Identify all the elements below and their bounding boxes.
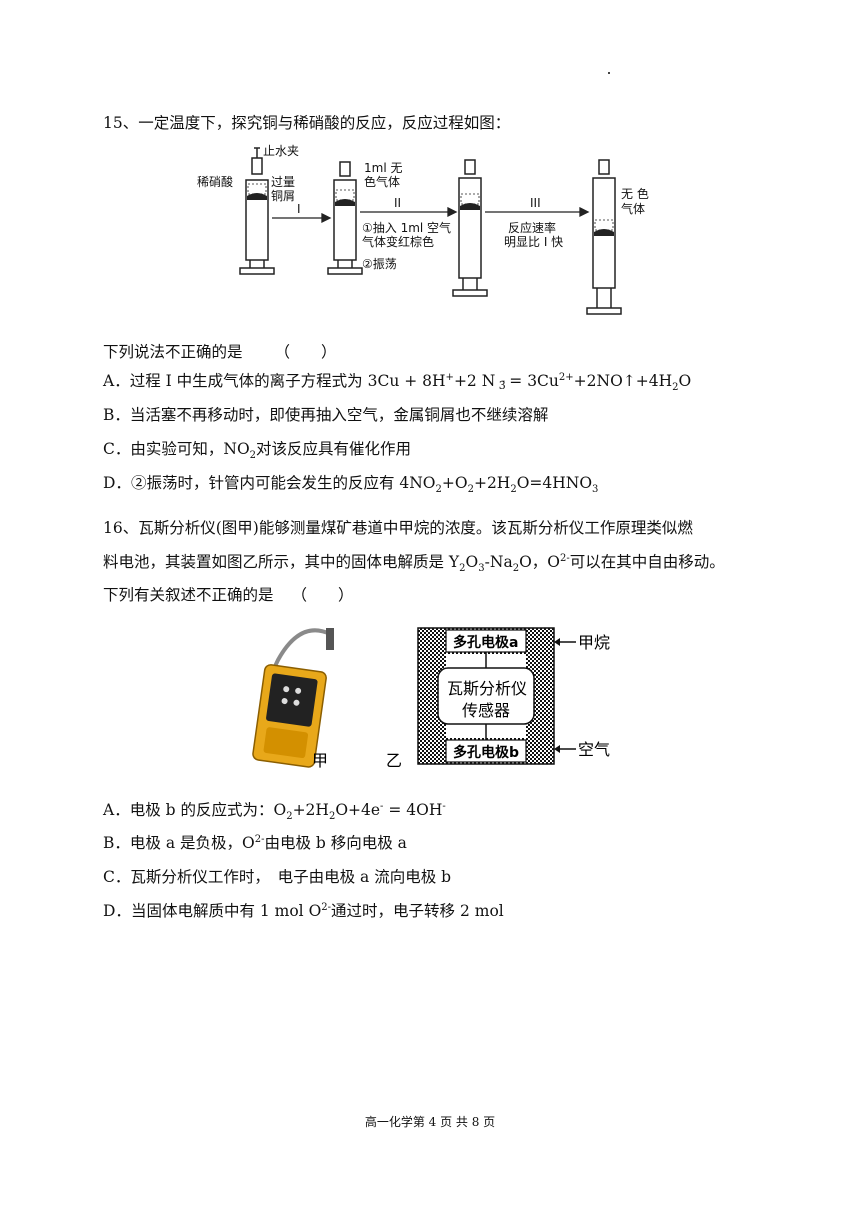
label-note2b: 气体变红棕色: [362, 234, 434, 249]
label-dilute-acid: 稀硝酸: [197, 174, 233, 189]
label-stop-clamp: 止水夹: [263, 144, 299, 158]
label-step3: III: [530, 196, 541, 210]
q16-option-c: C．瓦斯分析仪工作时， 电子由电极 a 流向电极 b: [103, 868, 452, 886]
label-air: 空气: [578, 740, 610, 759]
q16-line3: 下列有关叙述不正确的是（ ）: [103, 586, 354, 604]
label-note3a: 反应速率: [508, 220, 556, 235]
label-gas3b: 气体: [621, 201, 645, 216]
page-footer: 高一化学第 4 页 共 8 页: [364, 1115, 496, 1129]
label-excess: 过量: [271, 175, 295, 189]
label-copper: 铜屑: [271, 188, 295, 203]
label-yi: 乙: [386, 751, 402, 770]
label-step2: II: [394, 196, 401, 210]
q15-option-c: C．由实验可知，NO2对该反应具有催化作用: [103, 440, 412, 462]
label-note3b: 明显比 I 快: [504, 235, 563, 249]
label-step1: I: [297, 202, 301, 216]
label-gas1b: 色气体: [364, 174, 400, 189]
q16-option-b: B．电极 a 是负极，O2-由电极 b 移向电极 a: [103, 833, 407, 852]
label-methane: 甲烷: [578, 633, 610, 652]
label-sensor2: 传感器: [462, 701, 510, 720]
q16-option-d: D．当固体电解质中有 1 mol O2-通过时，电子转移 2 mol: [103, 901, 504, 920]
q16-line2: 料电池，其装置如图乙所示，其中的固体电解质是 Y2O3-Na2O，O2-可以在其…: [103, 552, 725, 575]
speck: [608, 72, 610, 74]
label-electrode-a: 多孔电极a: [453, 634, 518, 651]
q15-stem: 15、一定温度下，探究铜与稀硝酸的反应，反应过程如图：: [103, 114, 511, 132]
label-gas3a: 无 色: [621, 187, 649, 201]
q16-diagram: 甲 乙 多孔电极a 多孔电极b 瓦斯分析仪 传感器 甲烷 空气: [252, 627, 610, 770]
q16-line1: 16、瓦斯分析仪(图甲)能够测量煤矿巷道中甲烷的浓度。该瓦斯分析仪工作原理类似燃: [103, 519, 693, 537]
label-note2c: ②振荡: [362, 257, 397, 271]
label-gas1a: 1ml 无: [364, 161, 402, 175]
q15-diagram: 止水夹 稀硝酸 过量 铜屑 1ml 无 色气体 I II ①抽入 1ml 空气 …: [197, 144, 649, 315]
q15-prompt: 下列说法不正确的是（ ）: [103, 343, 337, 361]
q16-option-a: A．电极 b 的反应式为：O2+2H2O+4e- = 4OH-: [103, 800, 446, 823]
label-sensor1: 瓦斯分析仪: [447, 679, 527, 698]
label-jia: 甲: [312, 751, 328, 770]
label-note2a: ①抽入 1ml 空气: [362, 220, 451, 235]
q15-option-b: B．当活塞不再移动时，即使再抽入空气，金属铜屑也不继续溶解: [103, 406, 549, 424]
label-electrode-b: 多孔电极b: [453, 744, 519, 761]
q15-option-d: D．②振荡时，针管内可能会发生的反应有 4NO2+O2+2H2O=4HNO3: [103, 474, 599, 496]
